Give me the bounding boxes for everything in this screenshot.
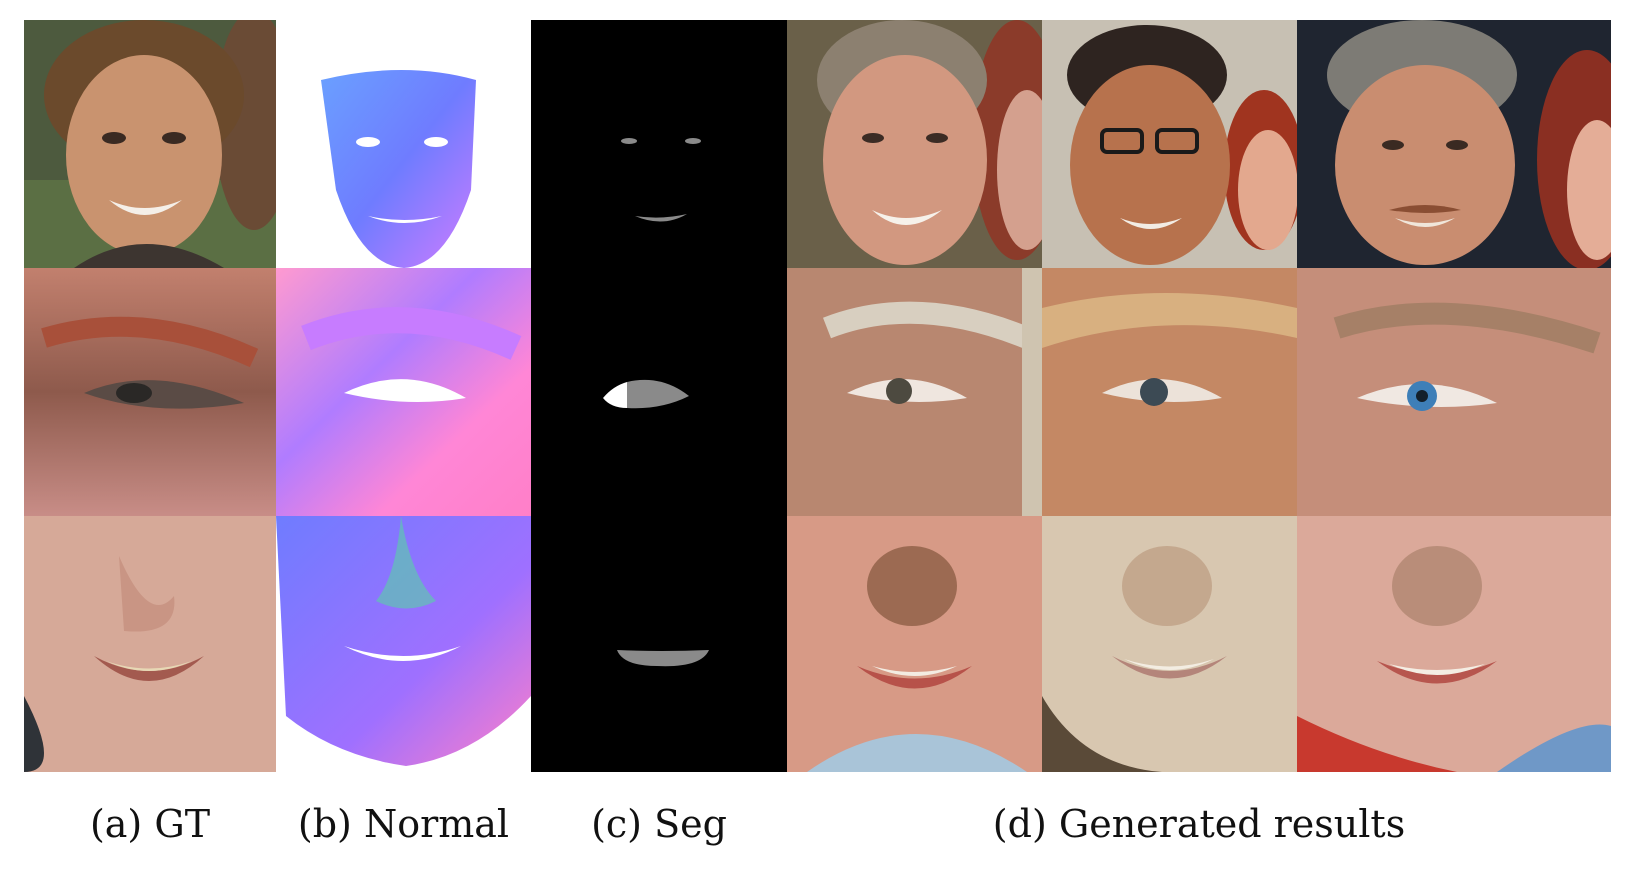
caption-normal: (b) Normal xyxy=(297,802,510,846)
generated-eye-2-image xyxy=(1042,268,1297,516)
generated-mouth-1-image xyxy=(787,516,1042,772)
gt-eye-image xyxy=(24,268,276,516)
gt-face-image xyxy=(24,20,276,268)
generated-mouth-3-image xyxy=(1297,516,1611,772)
seg-mouth-image xyxy=(531,516,787,772)
generated-face-3-image xyxy=(1297,20,1611,268)
caption-gt: (a) GT xyxy=(89,802,211,846)
caption-generated: (d) Generated results xyxy=(992,802,1406,846)
figure-grid xyxy=(24,20,1611,808)
normal-mouth-image xyxy=(276,516,531,772)
generated-face-1-image xyxy=(787,20,1042,268)
normal-eye-image xyxy=(276,268,531,516)
seg-eye-image xyxy=(531,268,787,516)
seg-face-image xyxy=(531,20,787,268)
gt-mouth-image xyxy=(24,516,276,772)
generated-eye-1-image xyxy=(787,268,1042,516)
caption-seg: (c) Seg xyxy=(591,802,727,846)
generated-eye-3-image xyxy=(1297,268,1611,516)
generated-mouth-2-image xyxy=(1042,516,1297,772)
generated-face-2-image xyxy=(1042,20,1297,268)
normal-face-image xyxy=(276,20,531,268)
